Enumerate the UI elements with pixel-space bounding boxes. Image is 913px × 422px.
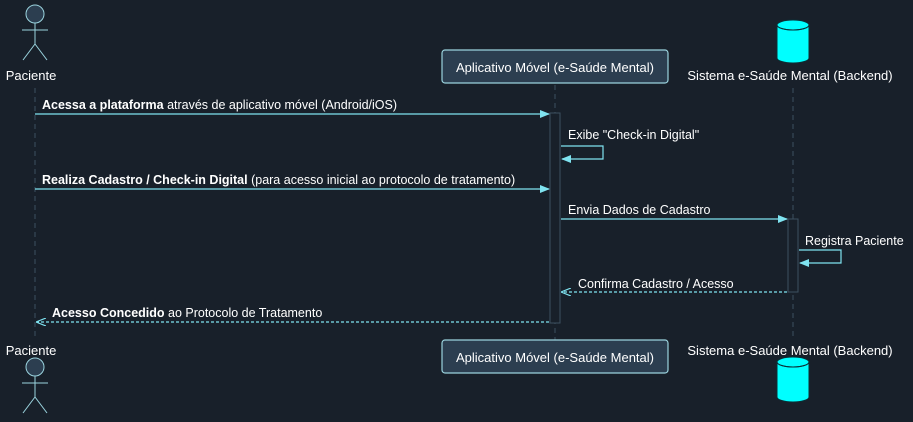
message-2-label: Exibe "Check-in Digital": [568, 128, 699, 142]
activation-backend: [787, 218, 799, 293]
message-7-label: Acesso Concedido ao Protocolo de Tratame…: [52, 306, 322, 320]
participant-box-app-bottom: [441, 339, 669, 374]
database-icon-backend-bottom: [776, 356, 810, 403]
participant-label-backend-top: Sistema e-Saúde Mental (Backend): [687, 68, 892, 83]
participant-label-patient-top: Paciente: [6, 68, 57, 83]
actor-patient-top: [22, 4, 48, 61]
database-icon-backend-top: [776, 19, 810, 64]
message-5-arrow: [799, 249, 842, 267]
message-4-label: Envia Dados de Cadastro: [568, 203, 710, 217]
activation-app: [549, 112, 561, 324]
participant-label-app-top: Aplicativo Móvel (e-Saúde Mental): [456, 60, 654, 75]
message-3-label: Realiza Cadastro / Check-in Digital (par…: [42, 173, 515, 187]
message-1-label: Acessa a plataforma através de aplicativ…: [42, 98, 397, 112]
message-2-arrow: [561, 145, 604, 163]
participant-box-app-top: [441, 49, 669, 84]
message-5-label: Registra Paciente: [805, 234, 904, 248]
participant-label-patient-bottom: Paciente: [6, 343, 57, 358]
participant-label-app-bottom: Aplicativo Móvel (e-Saúde Mental): [456, 350, 654, 365]
message-6-label: Confirma Cadastro / Acesso: [578, 277, 734, 291]
actor-patient-bottom: [22, 357, 48, 414]
participant-label-backend-bottom: Sistema e-Saúde Mental (Backend): [687, 343, 892, 358]
